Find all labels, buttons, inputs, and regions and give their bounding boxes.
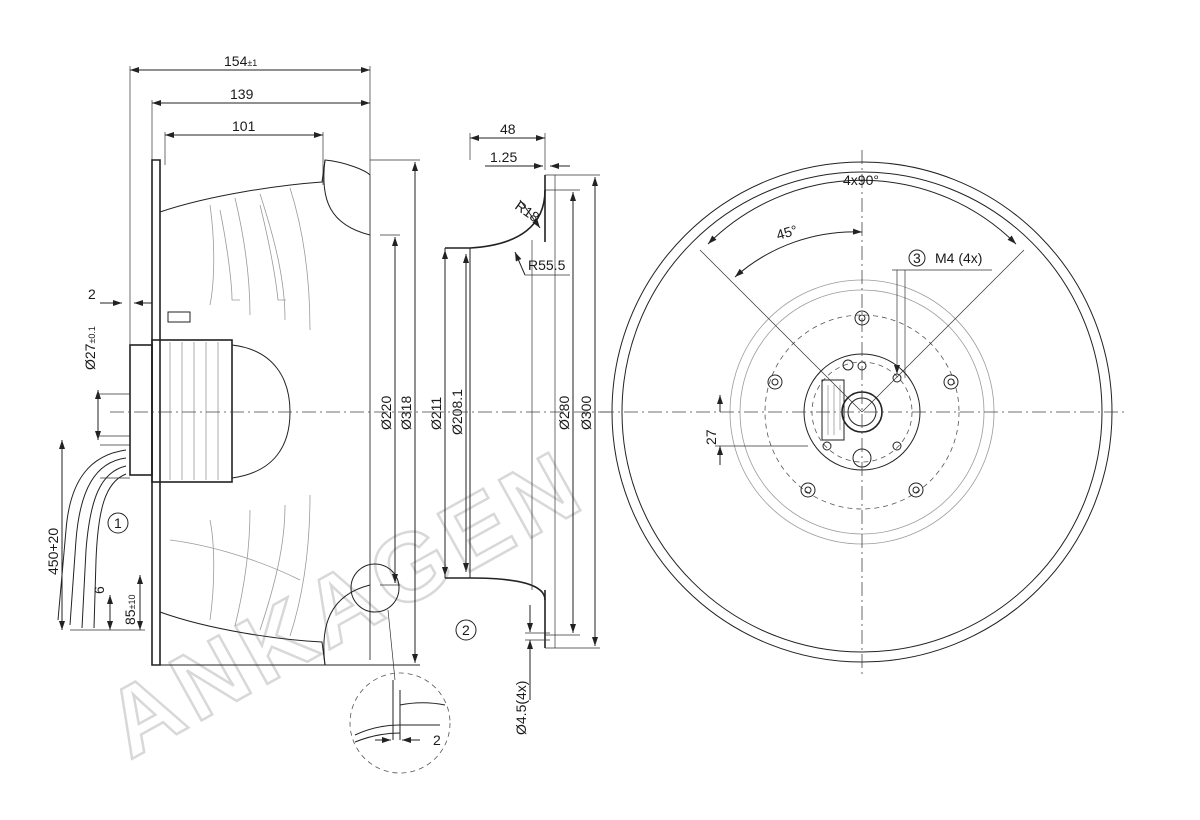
dim-139-label: 139 [230,86,254,102]
dim-211-label: Ø211 [428,397,444,430]
ring-curve-top [445,189,546,249]
cable-wire [69,457,127,626]
inlet-ring-view: 48 1.25 R18 R55.5 Ø211 Ø208.1 Ø280 [428,121,610,735]
blade [234,197,251,316]
dim-300-label: Ø300 [578,396,594,430]
detail-circle [349,672,451,774]
front-view: 4x90° 45° 3 M4 (4x) 27 [600,150,1125,675]
impeller-inlet-curve-bottom [323,584,371,666]
dim-280-label: Ø280 [556,396,572,430]
blade [209,519,215,621]
dim-27-label: 27 [703,429,719,445]
mount-hole [908,482,924,498]
backplate [151,159,161,666]
blade [209,204,215,306]
outer-ring-inner [621,171,1103,653]
blade [259,204,286,301]
cable-wire [81,465,127,629]
blade [234,509,251,627]
blade [259,504,286,631]
dim-318-label: Ø318 [398,396,414,430]
dim-101-label: 101 [232,118,256,134]
holes-label: Ø4.5(4x) [513,681,529,735]
thread-label: M4 (4x) [935,250,982,266]
angle-ray [861,249,1025,413]
detail-profile [354,732,401,743]
callout-2-circle [455,619,477,641]
blade [289,187,311,331]
dim-220-label: Ø220 [378,396,394,430]
callout-1-label: 1 [114,515,122,531]
detail-leader [387,609,396,681]
angle-arc [734,228,863,278]
angle-label: 45° [774,222,799,243]
impeller-inlet-curve [323,159,371,236]
mount-hole-inner [912,486,920,494]
pitch-arc [707,179,1017,245]
pitch-label: 4x90° [843,172,879,188]
detail-view: 2 [349,672,451,774]
callout-3-label: 3 [913,250,921,266]
mount-hole [767,374,783,390]
impeller-shroud-bottom [159,611,326,666]
earth-symbol [842,359,854,371]
dim-125-label: 1.25 [490,149,517,165]
dim-48-label: 48 [500,121,516,137]
r18-leader [519,199,541,229]
detail-profile [399,702,446,706]
blade [259,193,286,321]
thread-hole [892,441,902,451]
ring-curve-bottom [445,577,546,601]
blade [289,494,311,637]
r55-leader [514,251,526,276]
thread-hole [892,373,902,383]
mount-hole [943,374,959,390]
mount-hole-inner [804,486,812,494]
callout-3-circle [908,249,926,267]
dim-6-label: 6 [91,586,107,594]
angle-ray [699,249,863,413]
callout-2-label: 2 [462,622,470,638]
mount-bolt [167,311,191,323]
mount-hole [800,482,816,498]
detail-marker [350,563,400,613]
dim-cable-label: 450+20 [45,528,61,575]
blade-edge [169,539,301,581]
motor-dome [231,344,291,479]
dim-2-label: 2 [88,286,96,302]
impeller-shroud [159,159,371,213]
dim-shaft-dia-label: Ø27±0.1 [82,326,98,370]
dim-154-label: 154±1 [224,53,257,69]
mount-hole-inner [771,378,779,386]
mount-hole-inner [947,378,955,386]
motor-body [151,339,233,483]
motor-rear [129,344,153,476]
thread-hole [822,441,832,451]
blade [219,209,240,301]
cable-wire [57,449,127,621]
callout-1-circle [107,512,129,534]
detail-dim-label: 2 [433,732,441,748]
r55-label: R55.5 [528,257,566,273]
r18-label: R18 [512,197,542,225]
dim-85-label: 85±10 [122,594,138,625]
label-plate [821,379,845,441]
side-view: 154±1 139 101 2 Ø27±0.1 450+20 6 85±10 [45,53,430,681]
bolt-circle [764,314,960,510]
